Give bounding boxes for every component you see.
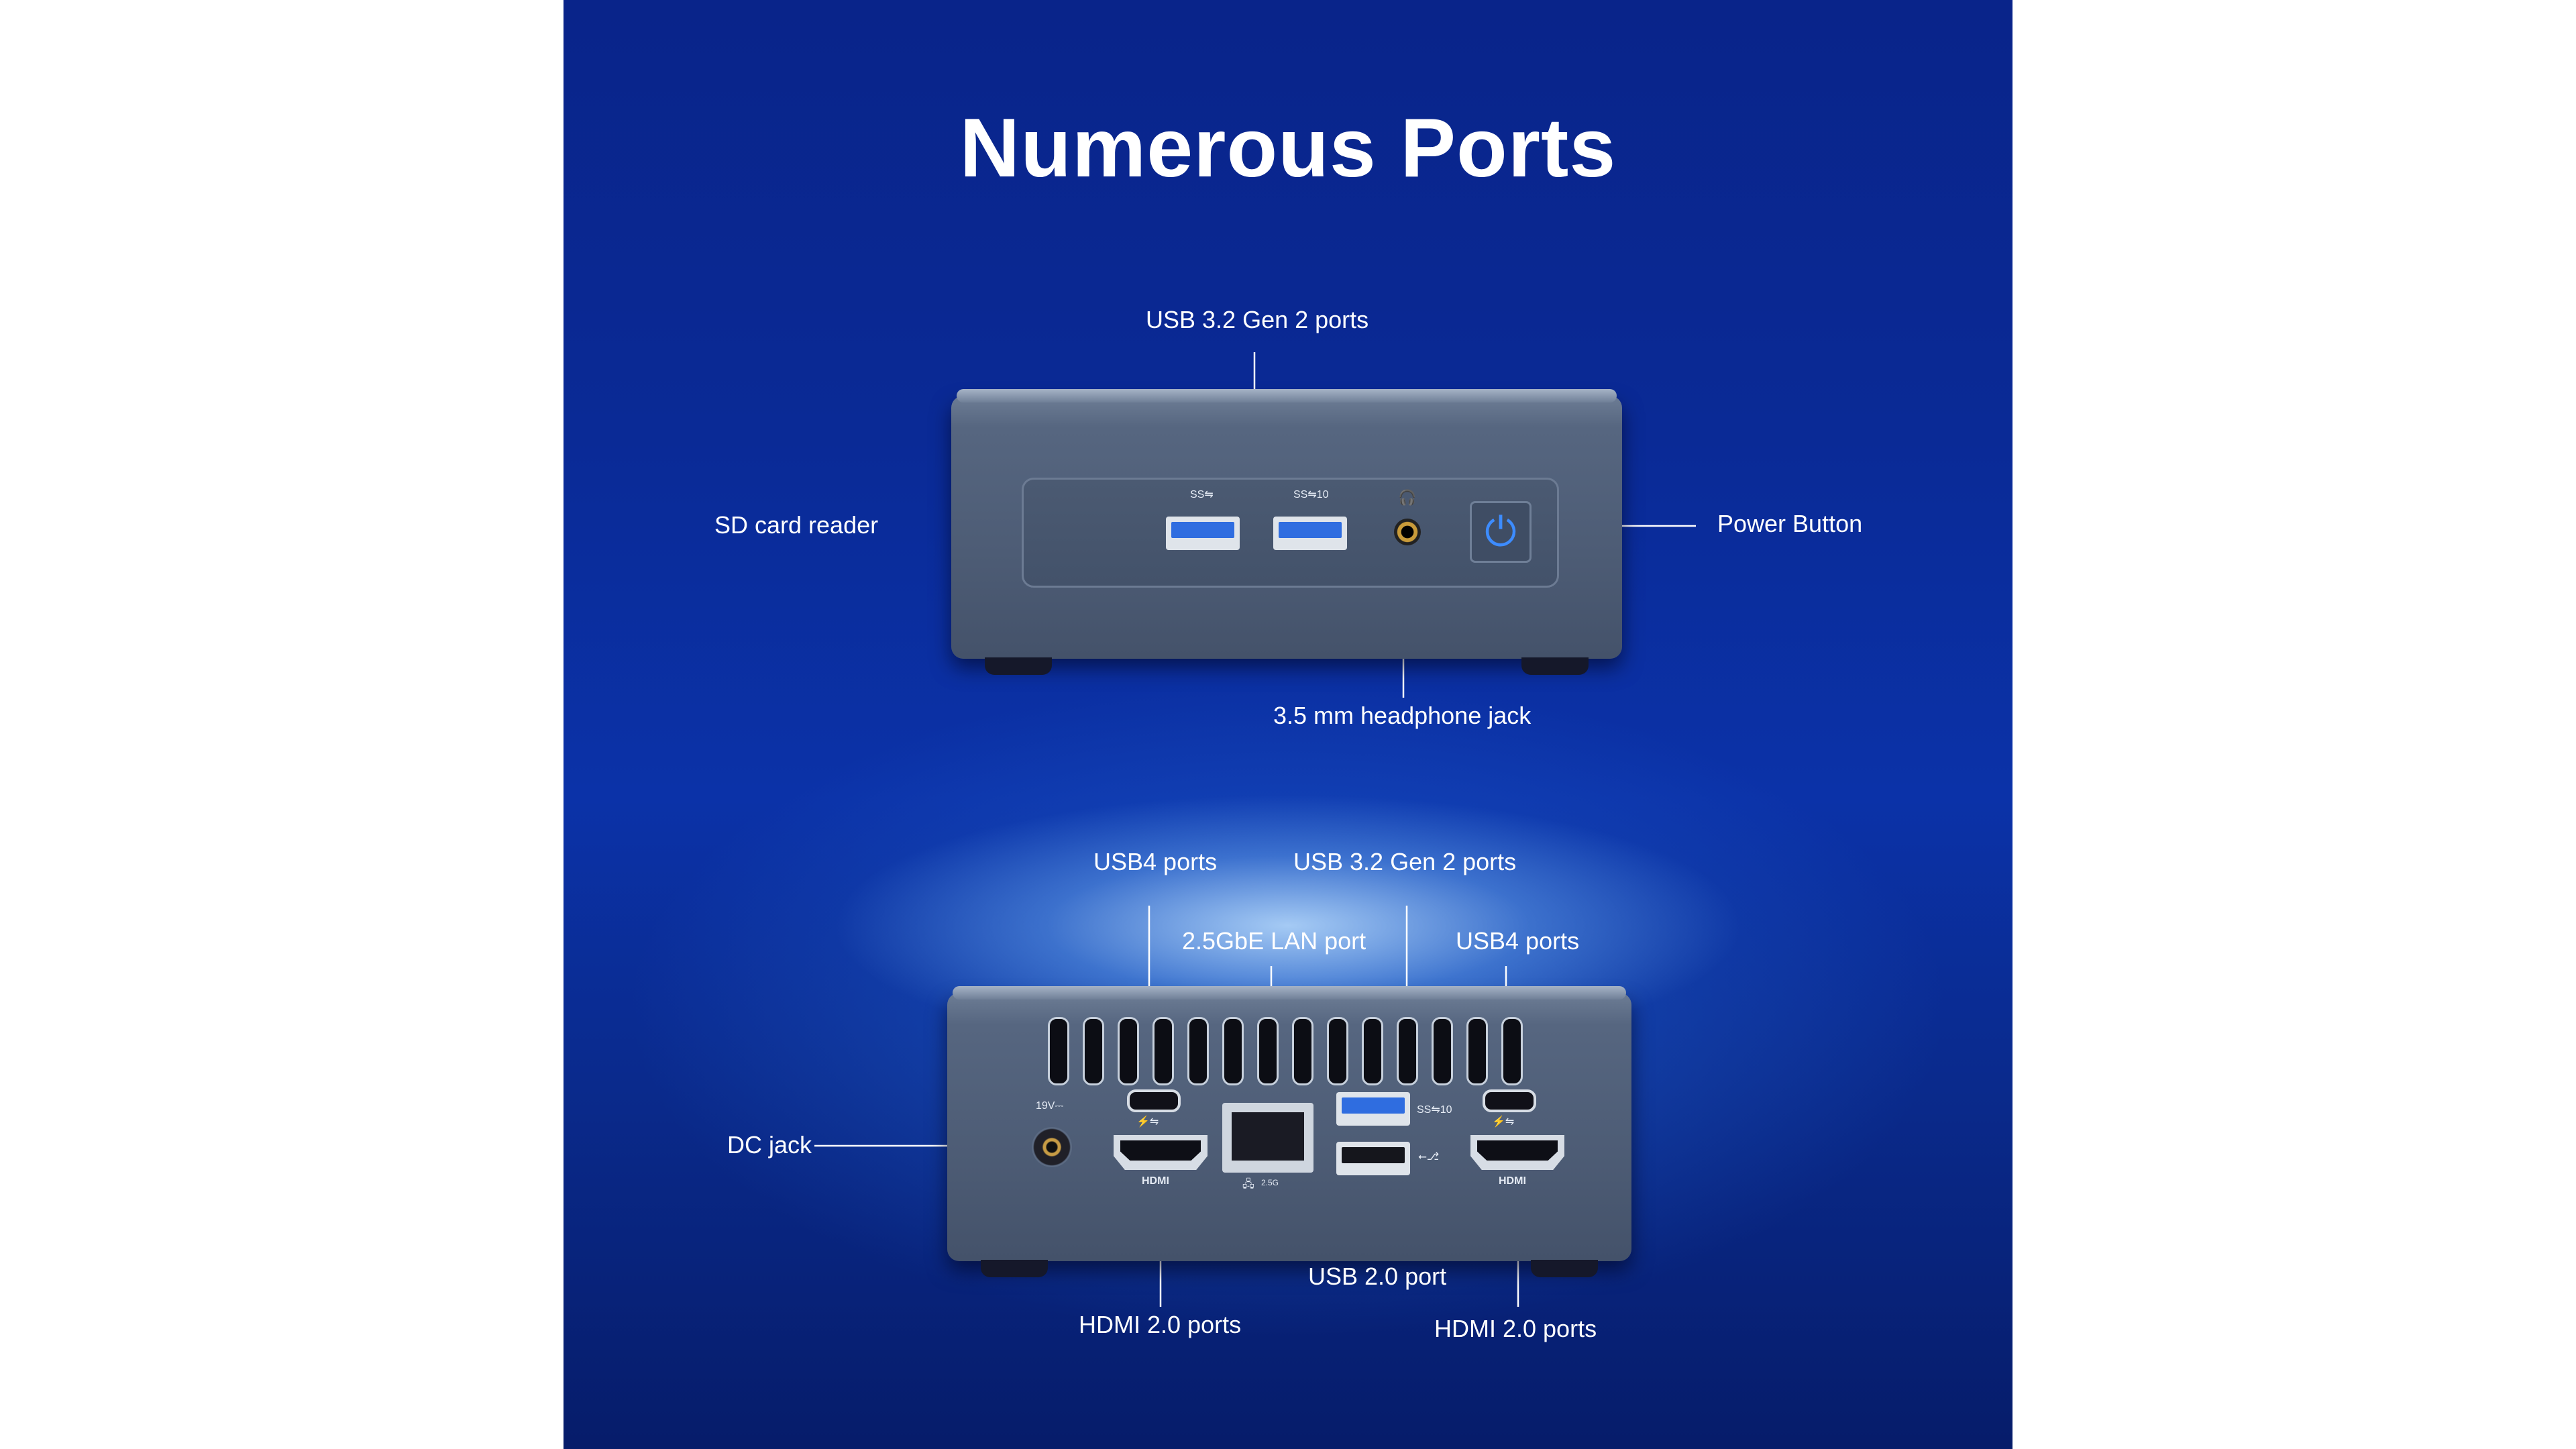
usb-icon: ⭠⎇ — [1418, 1151, 1440, 1163]
hdmi-port-right — [1470, 1135, 1564, 1170]
vent-slot — [1327, 1017, 1348, 1085]
dc-voltage-marking: 19V⎓ — [1036, 1100, 1064, 1112]
front-usb-port-1 — [1166, 517, 1240, 550]
vent-slot — [1083, 1017, 1104, 1085]
label-sd-card-reader: SD card reader — [714, 511, 879, 539]
label-usb4-left: USB4 ports — [1093, 848, 1218, 875]
page-title: Numerous Ports — [959, 102, 1617, 195]
back-usb20-port — [1336, 1142, 1410, 1175]
lan-speed-marking: 2.5G — [1261, 1178, 1279, 1187]
device-foot-right — [1521, 657, 1589, 675]
product-panel: Numerous Ports — [564, 0, 2012, 1449]
vent-slot — [1292, 1017, 1313, 1085]
vent-slot — [1222, 1017, 1244, 1085]
label-hdmi-left: HDMI 2.0 ports — [1079, 1311, 1242, 1338]
device-foot-right — [1531, 1260, 1598, 1277]
vent-slot — [1397, 1017, 1418, 1085]
label-back-usb32: USB 3.2 Gen 2 ports — [1293, 848, 1517, 875]
vent-slot — [1048, 1017, 1069, 1085]
usb4-port-left — [1127, 1089, 1181, 1112]
dc-jack — [1032, 1127, 1072, 1167]
hdmi-port-left — [1114, 1135, 1208, 1170]
label-front-usb32: USB 3.2 Gen 2 ports — [1146, 306, 1369, 333]
lan-icon: 🖧 — [1242, 1179, 1254, 1190]
vent-slot — [1257, 1017, 1279, 1085]
headphone-icon: 🎧 — [1398, 489, 1417, 506]
label-usb20-port: USB 2.0 port — [1308, 1263, 1447, 1290]
headphone-jack — [1394, 519, 1421, 545]
front-port-panel: SS⇋ SS⇋10 🎧 ⏻ — [1022, 478, 1559, 588]
label-dc-jack: DC jack — [727, 1131, 812, 1159]
power-icon: ⏻ — [1485, 509, 1517, 554]
back-view-device: 19V⎓ ⚡⇋ HDMI 🖧 2.5G SS⇋10 ⭠⎇ ⚡⇋ HDMI — [947, 986, 1631, 1277]
front-usb-port-2 — [1273, 517, 1347, 550]
label-usb4-right: USB4 ports — [1456, 927, 1580, 955]
device-foot-left — [981, 1260, 1048, 1277]
vent-slot — [1362, 1017, 1383, 1085]
device-foot-left — [985, 657, 1052, 675]
lan-port — [1222, 1103, 1313, 1173]
front-view-device: SS⇋ SS⇋10 🎧 ⏻ — [951, 389, 1622, 675]
label-hdmi-right: HDMI 2.0 ports — [1434, 1315, 1597, 1342]
back-usb32-port — [1336, 1092, 1410, 1126]
vent-slot — [1501, 1017, 1523, 1085]
label-lan-port: 2.5GbE LAN port — [1182, 927, 1366, 955]
hdmi-marking-right: HDMI — [1499, 1175, 1526, 1187]
thunderbolt-icon-right: ⚡⇋ — [1492, 1116, 1515, 1128]
thunderbolt-icon: ⚡⇋ — [1136, 1116, 1159, 1128]
label-headphone-jack: 3.5 mm headphone jack — [1273, 702, 1532, 729]
device-top-edge — [957, 389, 1617, 402]
usb4-port-right — [1483, 1089, 1536, 1112]
usb-ss-marking: SS⇋ — [1190, 489, 1214, 500]
vent-slot — [1118, 1017, 1139, 1085]
vent-slot — [1432, 1017, 1453, 1085]
label-power-button: Power Button — [1717, 510, 1863, 537]
hdmi-marking-left: HDMI — [1142, 1175, 1169, 1187]
usb-ss10-marking: SS⇋10 — [1293, 489, 1329, 500]
vent-slot — [1152, 1017, 1174, 1085]
vent-slot — [1187, 1017, 1209, 1085]
vent-slot — [1466, 1017, 1488, 1085]
device-top-edge — [953, 986, 1626, 1000]
power-button: ⏻ — [1470, 501, 1532, 563]
usb-ss10-marking-back: SS⇋10 — [1417, 1104, 1452, 1116]
